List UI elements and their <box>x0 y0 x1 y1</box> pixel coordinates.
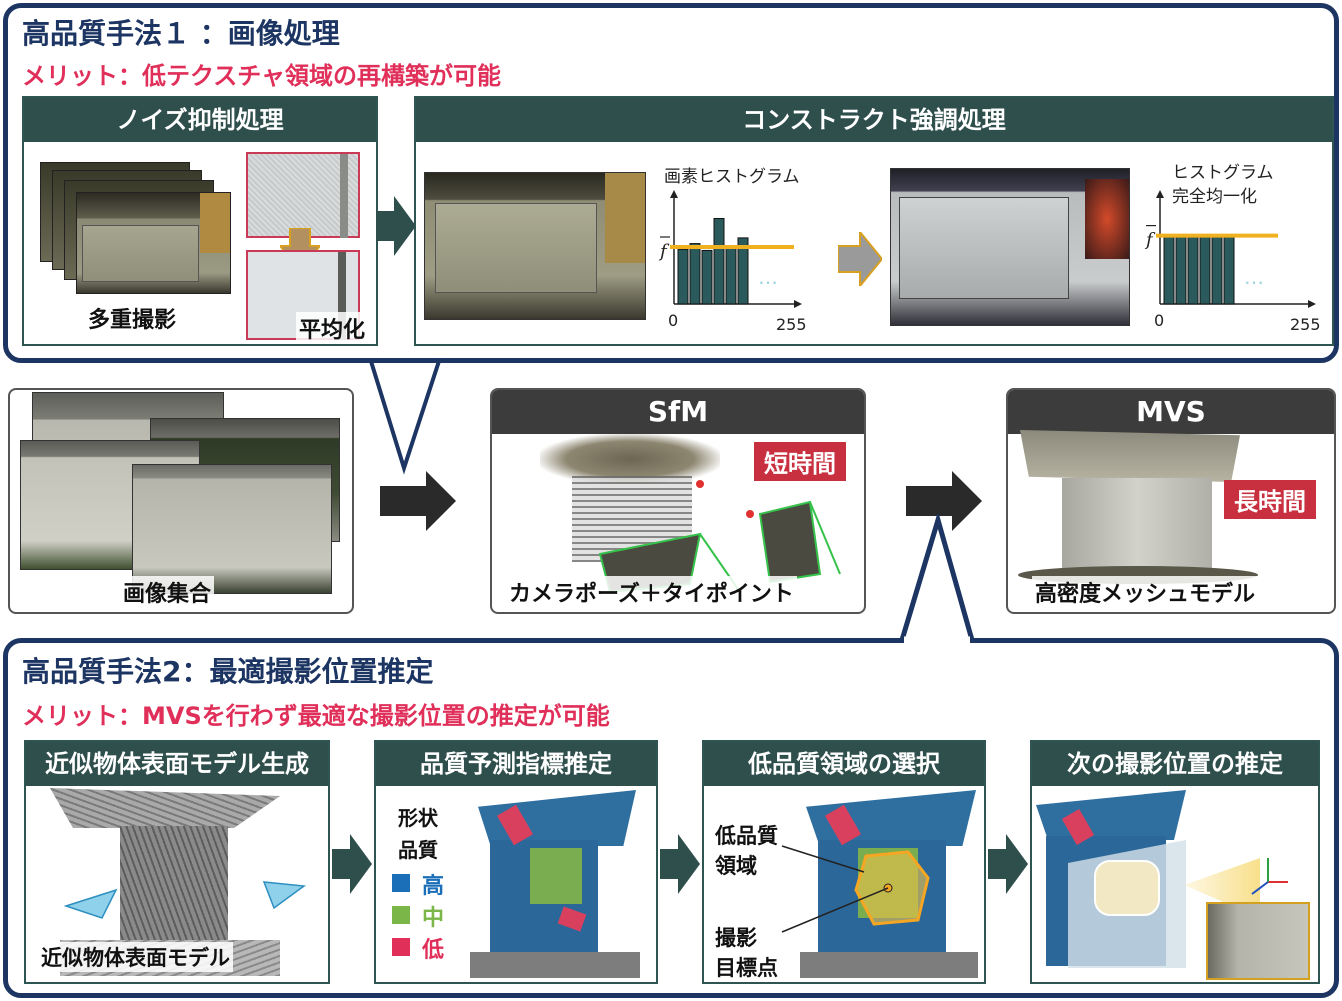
step4-title: 次の撮影位置の推定 <box>1032 742 1318 786</box>
histogram-bar <box>1199 235 1211 305</box>
contrast-panel-title: コンストラクト強調処理 <box>416 98 1332 142</box>
axis-max-label: 255 <box>1290 315 1320 334</box>
notch-lines <box>899 514 975 644</box>
f-bar-label: f <box>658 241 670 262</box>
right-arrow-3 <box>906 471 982 531</box>
method1-merit: メリット：低テクスチャ領域の再構築が可能 <box>22 62 502 90</box>
histogram-bar <box>725 247 737 305</box>
histogram-bar <box>701 249 713 305</box>
step3-title: 低品質領域の選択 <box>704 742 984 786</box>
legend-high-swatch <box>392 874 410 892</box>
right-arrow-6 <box>988 834 1028 894</box>
mvs-badge: 長時間 <box>1224 480 1316 519</box>
legend-mid-swatch <box>392 906 410 924</box>
step1-title: 近似物体表面モデル生成 <box>26 742 328 786</box>
right-arrow-5 <box>660 834 700 894</box>
method2-title: 高品質手法2：最適撮影位置推定 <box>22 655 434 688</box>
target-label-2: 目標点 <box>712 952 781 982</box>
hist-ellipsis: … <box>1244 265 1264 289</box>
histogram-bar <box>1187 235 1199 305</box>
histogram-bar <box>737 237 749 305</box>
image-set-label: 画像集合 <box>120 576 215 608</box>
mvs-label: 高密度メッシュモデル <box>1032 576 1259 608</box>
noise-panel: ノイズ抑制処理 <box>22 96 378 346</box>
legend-title-2: 品質 <box>398 838 438 862</box>
axis-min-label: 0 <box>668 311 678 330</box>
histogram-before: … f 0 255 <box>658 190 806 334</box>
average-label: 平均化 <box>296 312 369 344</box>
hist-ellipsis: … <box>758 265 778 289</box>
hist2-title-2: 完全均一化 <box>1172 187 1257 207</box>
sfm-label: カメラポーズ＋タイポイント <box>506 576 797 608</box>
hist1-title: 画素ヒストグラム <box>664 167 800 187</box>
axis-min-label: 0 <box>1154 311 1164 330</box>
histogram-bar <box>1211 235 1223 305</box>
region-label-2: 領域 <box>712 850 760 880</box>
gray-right-arrow <box>838 232 882 286</box>
right-arrow-1 <box>376 196 416 256</box>
mvs-title: MVS <box>1008 390 1334 434</box>
method1-title: 高品質手法１ ：画像処理 <box>22 17 340 50</box>
histogram-bar <box>689 243 701 305</box>
legend-low-label: 低 <box>422 938 445 963</box>
contrast-after-photo <box>890 168 1130 326</box>
legend-mid-label: 中 <box>422 906 445 931</box>
histogram-bar <box>713 218 725 305</box>
legend-low-swatch <box>392 938 410 956</box>
hist2-title-1: ヒストグラム <box>1172 163 1274 183</box>
region-label-1: 低品質 <box>712 820 781 850</box>
f-bar-label: f <box>1144 230 1156 251</box>
histogram-after: … f 0 255 <box>1144 190 1320 334</box>
histogram-bar <box>1223 235 1235 305</box>
right-arrow-2 <box>380 471 456 531</box>
legend-high-label: 高 <box>422 874 445 899</box>
histogram-bar <box>1175 235 1187 305</box>
multi-shot-label: 多重撮影 <box>88 308 177 333</box>
axis-max-label: 255 <box>776 315 806 334</box>
step1-label: 近似物体表面モデル <box>38 942 233 972</box>
histogram-bar <box>677 248 689 305</box>
sfm-badge: 短時間 <box>754 442 846 481</box>
noise-panel-title: ノイズ抑制処理 <box>24 98 376 142</box>
noisy-crop <box>246 152 360 238</box>
target-label-1: 撮影 <box>712 922 760 952</box>
method2-merit: メリット：MVSを行わず最適な撮影位置の推定が可能 <box>22 702 610 730</box>
contrast-before-photo <box>424 172 646 320</box>
legend-title-1: 形状 <box>398 806 438 830</box>
step2-title: 品質予測指標推定 <box>376 742 656 786</box>
right-arrow-4 <box>332 834 372 894</box>
funnel-lines <box>368 358 442 475</box>
sfm-title: SfM <box>492 390 864 434</box>
histogram-bar <box>1163 235 1175 305</box>
